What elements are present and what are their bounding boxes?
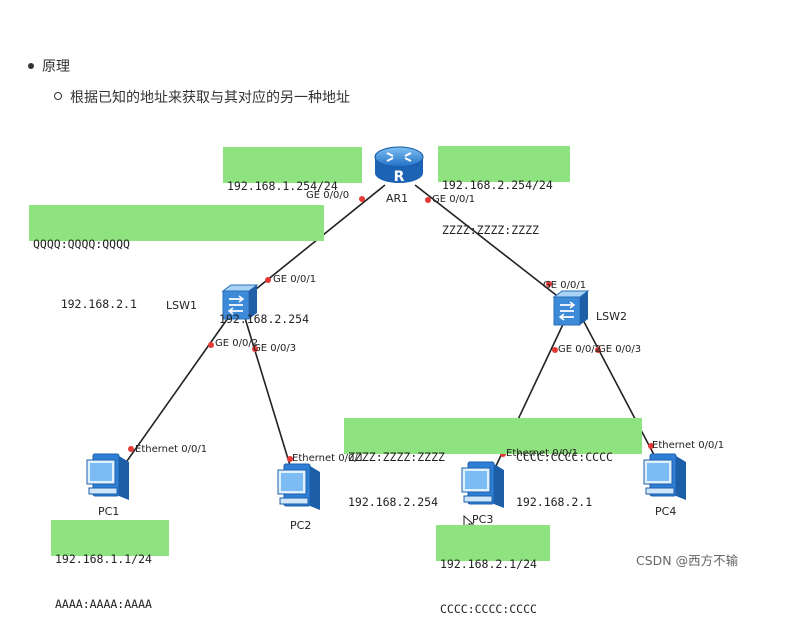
port-label-pc2-eth: Ethernet 0/0/1 <box>292 453 365 464</box>
port-dot-pc2-eth <box>287 456 293 462</box>
ar1-g001-ip: 192.168.2.254/24 <box>442 178 553 192</box>
port-dot-lsw2-g002 <box>552 347 558 353</box>
bullet-dot <box>28 63 34 69</box>
pc3-ip: 192.168.2.1/24 <box>440 557 537 571</box>
port-label-lsw2-g001: GE 0/0/1 <box>543 280 587 291</box>
pc4-icon <box>643 453 686 500</box>
pc1-mac: AAAA:AAAA:AAAA <box>55 597 152 611</box>
device-name-pc2: PC2 <box>290 519 312 532</box>
link-ar1-lsw2 <box>414 184 566 303</box>
sub-bullet-text: 根据已知的地址来获取与其对应的另一种地址 <box>70 90 350 106</box>
pc1-address-label: 192.168.1.1/24 AAAA:AAAA:AAAA <box>51 520 169 611</box>
pc2-icon <box>277 463 320 510</box>
arp-right-mac: CCCC:CCCC:CCCC <box>516 450 613 464</box>
port-label-pc4-eth: Ethernet 0/0/1 <box>652 440 725 451</box>
arp-left-gateway-ip: 192.168.2.254 <box>219 312 310 326</box>
sub-bullet-ring <box>54 92 62 100</box>
ar1-g000-address-label: 192.168.1.254/24 QQQQ:QQQQ:QQQQ <box>223 147 362 238</box>
pc1-icon <box>86 453 129 500</box>
ar1-g001-mac: ZZZZ:ZZZZ:ZZZZ <box>442 223 539 237</box>
port-label-ar1-g000: GE 0/0/0 <box>306 190 350 201</box>
pc3-mac: CCCC:CCCC:CCCC <box>440 602 537 616</box>
pc3-address-label: 192.168.2.1/24 CCCC:CCCC:CCCC <box>436 525 550 616</box>
arp-right-ip: 192.168.2.1 <box>516 495 593 509</box>
port-label-pc3-eth: Ethernet 0/0/1 <box>506 448 579 459</box>
arp-right-label: CCCC:CCCC:CCCC 192.168.2.1 <box>512 418 642 509</box>
link-lsw2-pc3 <box>486 317 567 486</box>
switch-lsw1-icon <box>221 284 259 320</box>
device-name-lsw2: LSW2 <box>596 310 627 323</box>
port-label-lsw2-g003: GE 0/0/3 <box>598 344 642 355</box>
device-name-pc3: PC3 <box>472 513 494 526</box>
ar1-g001-address-label: 192.168.2.254/24 ZZZZ:ZZZZ:ZZZZ <box>438 146 570 237</box>
pc1-ip: 192.168.1.1/24 <box>55 552 152 566</box>
port-label-lsw1-g003: GE 0/0/3 <box>253 343 297 354</box>
port-dot-ar1-g000 <box>359 196 365 202</box>
port-label-pc1-eth: Ethernet 0/0/1 <box>135 444 208 455</box>
arp-left-mac: QQQQ:QQQQ:QQQQ <box>33 237 130 251</box>
port-dot-lsw2-g001 <box>546 281 552 287</box>
topology-links <box>114 184 663 486</box>
port-dot-pc4-eth <box>648 443 654 449</box>
watermark: CSDN @西方不输 <box>636 553 739 568</box>
port-dot-lsw2-g003 <box>595 347 601 353</box>
link-ar1-lsw1 <box>239 184 386 303</box>
arp-mid-label: ZZZZ:ZZZZ:ZZZZ 192.168.2.254 <box>344 418 516 509</box>
arp-left-ip-row: 192.168.2.1 192.168.2.254 <box>33 282 320 342</box>
device-name-pc1: PC1 <box>98 505 120 518</box>
link-lsw1-pc2 <box>244 317 297 486</box>
port-dot-ar1-g001 <box>425 197 431 203</box>
arp-mid-mac: ZZZZ:ZZZZ:ZZZZ <box>348 450 445 464</box>
device-name-lsw1: LSW1 <box>166 299 197 312</box>
arp-mid-ip: 192.168.2.254 <box>348 495 439 509</box>
arp-left-label: QQQQ:QQQQ:QQQQ 192.168.2.1 192.168.2.254 <box>29 205 324 326</box>
port-dot-lsw1-g001 <box>265 277 271 283</box>
router-glyph: R <box>394 169 405 185</box>
router-icon: R <box>374 146 424 185</box>
ar1-g000-ip: 192.168.1.254/24 <box>227 179 338 193</box>
arp-left-ip: 192.168.2.1 <box>60 297 137 311</box>
port-label-lsw1-g002: GE 0/0/2 <box>215 338 259 349</box>
pc3-icon <box>461 461 504 508</box>
port-label-ar1-g001: GE 0/0/1 <box>432 194 476 205</box>
port-dot-lsw1-g002 <box>208 342 214 348</box>
device-name-ar1: AR1 <box>386 192 409 205</box>
port-dot-lsw1-g003 <box>252 346 258 352</box>
switch-lsw2-icon <box>552 290 590 326</box>
port-dot-pc1-eth <box>128 446 134 452</box>
port-label-lsw1-g001: GE 0/0/1 <box>273 274 317 285</box>
port-label-lsw2-g002: GE 0/0/2 <box>558 344 602 355</box>
bullet-title: 原理 <box>42 59 70 75</box>
device-name-pc4: PC4 <box>655 505 677 518</box>
